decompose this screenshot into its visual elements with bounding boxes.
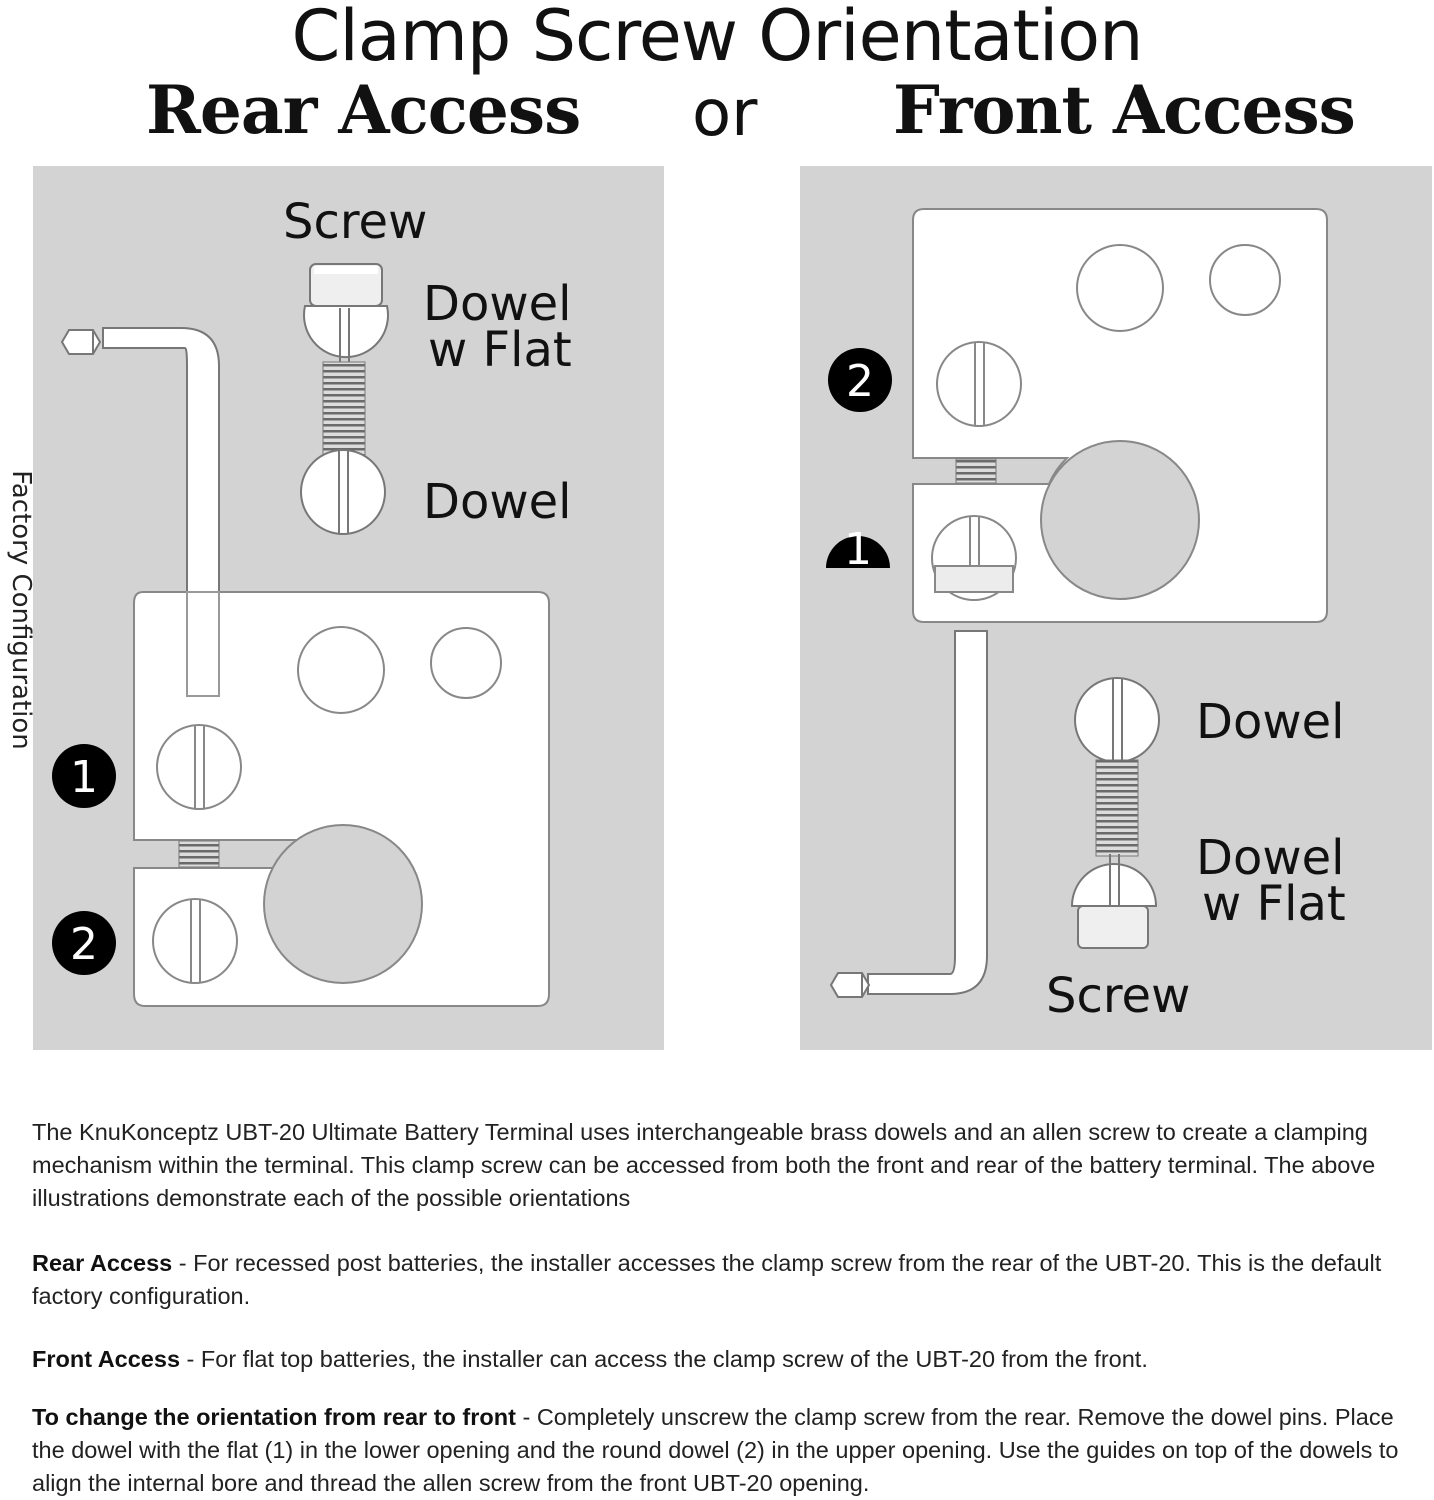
dowel-flat-label-1: Dowel xyxy=(1196,830,1344,886)
rear-access-illustration: 1 2 Screw Dowel w Flat Dowel xyxy=(52,194,572,1007)
page-title: Clamp Screw Orientation xyxy=(291,0,1143,77)
terminal-block-icon xyxy=(133,591,550,1007)
front-access-term: Front Access xyxy=(32,1346,181,1372)
dowel-flat-label-2: w Flat xyxy=(428,322,572,378)
allen-key-shaft-icon xyxy=(186,591,220,697)
rear-access-paragraph: Rear Access - For recessed post batterie… xyxy=(32,1247,1427,1313)
thread-icon xyxy=(1095,759,1139,857)
badge-2-label: 2 xyxy=(846,356,874,407)
screw-icon xyxy=(309,263,383,307)
terminal-block-icon xyxy=(912,208,1328,623)
rear-access-text: - For recessed post batteries, the insta… xyxy=(32,1250,1382,1309)
change-orientation-text: - Completely unscrew the clamp screw fro… xyxy=(32,1404,1399,1496)
dowel-flat-label-1: Dowel xyxy=(423,276,571,332)
rear-access-heading: Rear Access xyxy=(146,71,581,149)
front-access-panel: 2 1 Dowel Dowel w Flat Screw xyxy=(800,166,1432,1050)
dowel-icon xyxy=(300,449,386,535)
badge-1-icon xyxy=(826,536,890,568)
front-access-text: - For flat top batteries, the installer … xyxy=(180,1346,1148,1372)
dowel-icon xyxy=(1074,677,1160,763)
screw-label: Screw xyxy=(1046,968,1190,1024)
badge-1-icon xyxy=(52,744,116,808)
dowel-label: Dowel xyxy=(1196,694,1344,750)
badge-1-label: 1 xyxy=(70,752,98,803)
badge-2-icon xyxy=(52,911,116,975)
badge-1-label: 1 xyxy=(844,524,872,575)
intro-paragraph: The KnuKonceptz UBT-20 Ultimate Battery … xyxy=(32,1119,1376,1211)
or-label: or xyxy=(692,77,758,151)
badge-2-label: 2 xyxy=(70,919,98,970)
allen-key-icon xyxy=(829,630,988,998)
thread-icon xyxy=(322,361,366,459)
badge-2-icon xyxy=(828,348,892,412)
change-orientation-term: To change the orientation from rear to f… xyxy=(32,1404,516,1430)
dowel-flat-icon xyxy=(1070,854,1158,907)
change-orientation-paragraph: To change the orientation from rear to f… xyxy=(32,1401,1427,1500)
rear-access-panel: 1 2 Screw Dowel w Flat Dowel xyxy=(33,166,664,1050)
dowel-label: Dowel xyxy=(423,474,571,530)
front-access-paragraph: Front Access - For flat top batteries, t… xyxy=(32,1343,1427,1376)
rear-access-term: Rear Access xyxy=(32,1250,173,1276)
dowel-flat-icon xyxy=(303,305,389,368)
dowel-flat-label-2: w Flat xyxy=(1202,876,1346,932)
front-access-illustration: 2 1 Dowel Dowel w Flat Screw xyxy=(826,208,1346,1024)
screw-icon xyxy=(1077,905,1149,949)
factory-configuration-label: Factory Configuration xyxy=(6,470,36,750)
front-access-heading: Front Access xyxy=(893,71,1356,149)
screw-label: Screw xyxy=(283,194,427,250)
